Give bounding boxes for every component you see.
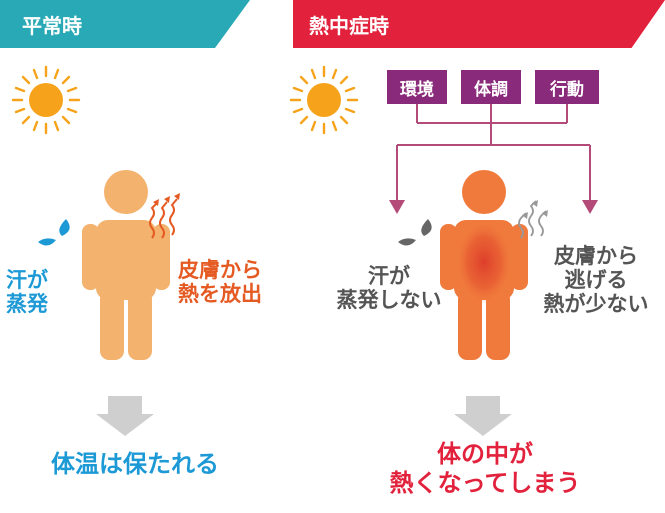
heat-label-heatstroke-line-2: 逃げる xyxy=(564,268,628,293)
heat-core-highlight xyxy=(456,220,512,304)
down-arrow-normal xyxy=(96,396,154,436)
heat-label-heatstroke: 皮膚から 逃げる 熱が少ない xyxy=(532,244,660,316)
result-text-heatstroke: 体の中が 熱くなってしまう xyxy=(350,440,620,498)
heat-label-normal-line-1: 皮膚から xyxy=(178,258,262,282)
cause-connector-lines xyxy=(396,104,591,203)
heat-release-arrowheads-heatstroke xyxy=(522,200,548,219)
sweat-label-heatstroke-line-2: 蒸発しない xyxy=(336,288,442,313)
connector-arrowhead-left xyxy=(389,200,405,214)
heat-label-normal: 皮膚から 熱を放出 xyxy=(178,258,262,306)
sweat-label-normal-line-1: 汗が xyxy=(6,268,48,292)
heatstroke-title-banner: 熱中症時 xyxy=(293,0,665,48)
sweat-drop-icon-normal xyxy=(38,219,70,246)
down-arrow-heatstroke xyxy=(454,396,512,436)
result-text-normal: 体温は保たれる xyxy=(51,450,219,478)
sun-icon-normal xyxy=(11,65,81,135)
heat-label-heatstroke-line-1: 皮膚から xyxy=(554,244,638,268)
sun-icon-heatstroke xyxy=(289,65,359,135)
cause-box-environment: 環境 xyxy=(387,70,447,104)
heat-release-arrows-normal xyxy=(149,198,178,239)
sweat-label-heatstroke-line-1: 汗が xyxy=(368,264,410,288)
result-text-heatstroke-line-2: 熱くなってしまう xyxy=(389,468,581,497)
heat-release-arrowheads-normal xyxy=(153,193,180,206)
heat-label-normal-line-2: 熱を放出 xyxy=(178,282,262,307)
body-figure-normal xyxy=(82,170,170,360)
connector-arrowhead-right xyxy=(582,200,598,214)
sweat-drop-icon-heatstroke xyxy=(398,219,432,246)
cause-box-condition: 体調 xyxy=(461,70,521,104)
sweat-label-heatstroke: 汗が 蒸発しない xyxy=(330,264,448,312)
heat-release-arrows-heatstroke xyxy=(518,200,547,239)
sweat-label-normal-line-2: 蒸発 xyxy=(6,292,48,317)
sweat-label-normal: 汗が 蒸発 xyxy=(6,268,48,316)
cause-box-behavior: 行動 xyxy=(535,70,599,104)
normal-title-banner: 平常時 xyxy=(0,0,250,48)
heat-label-heatstroke-line-3: 熱が少ない xyxy=(543,292,649,317)
result-text-heatstroke-line-1: 体の中が xyxy=(437,440,533,468)
